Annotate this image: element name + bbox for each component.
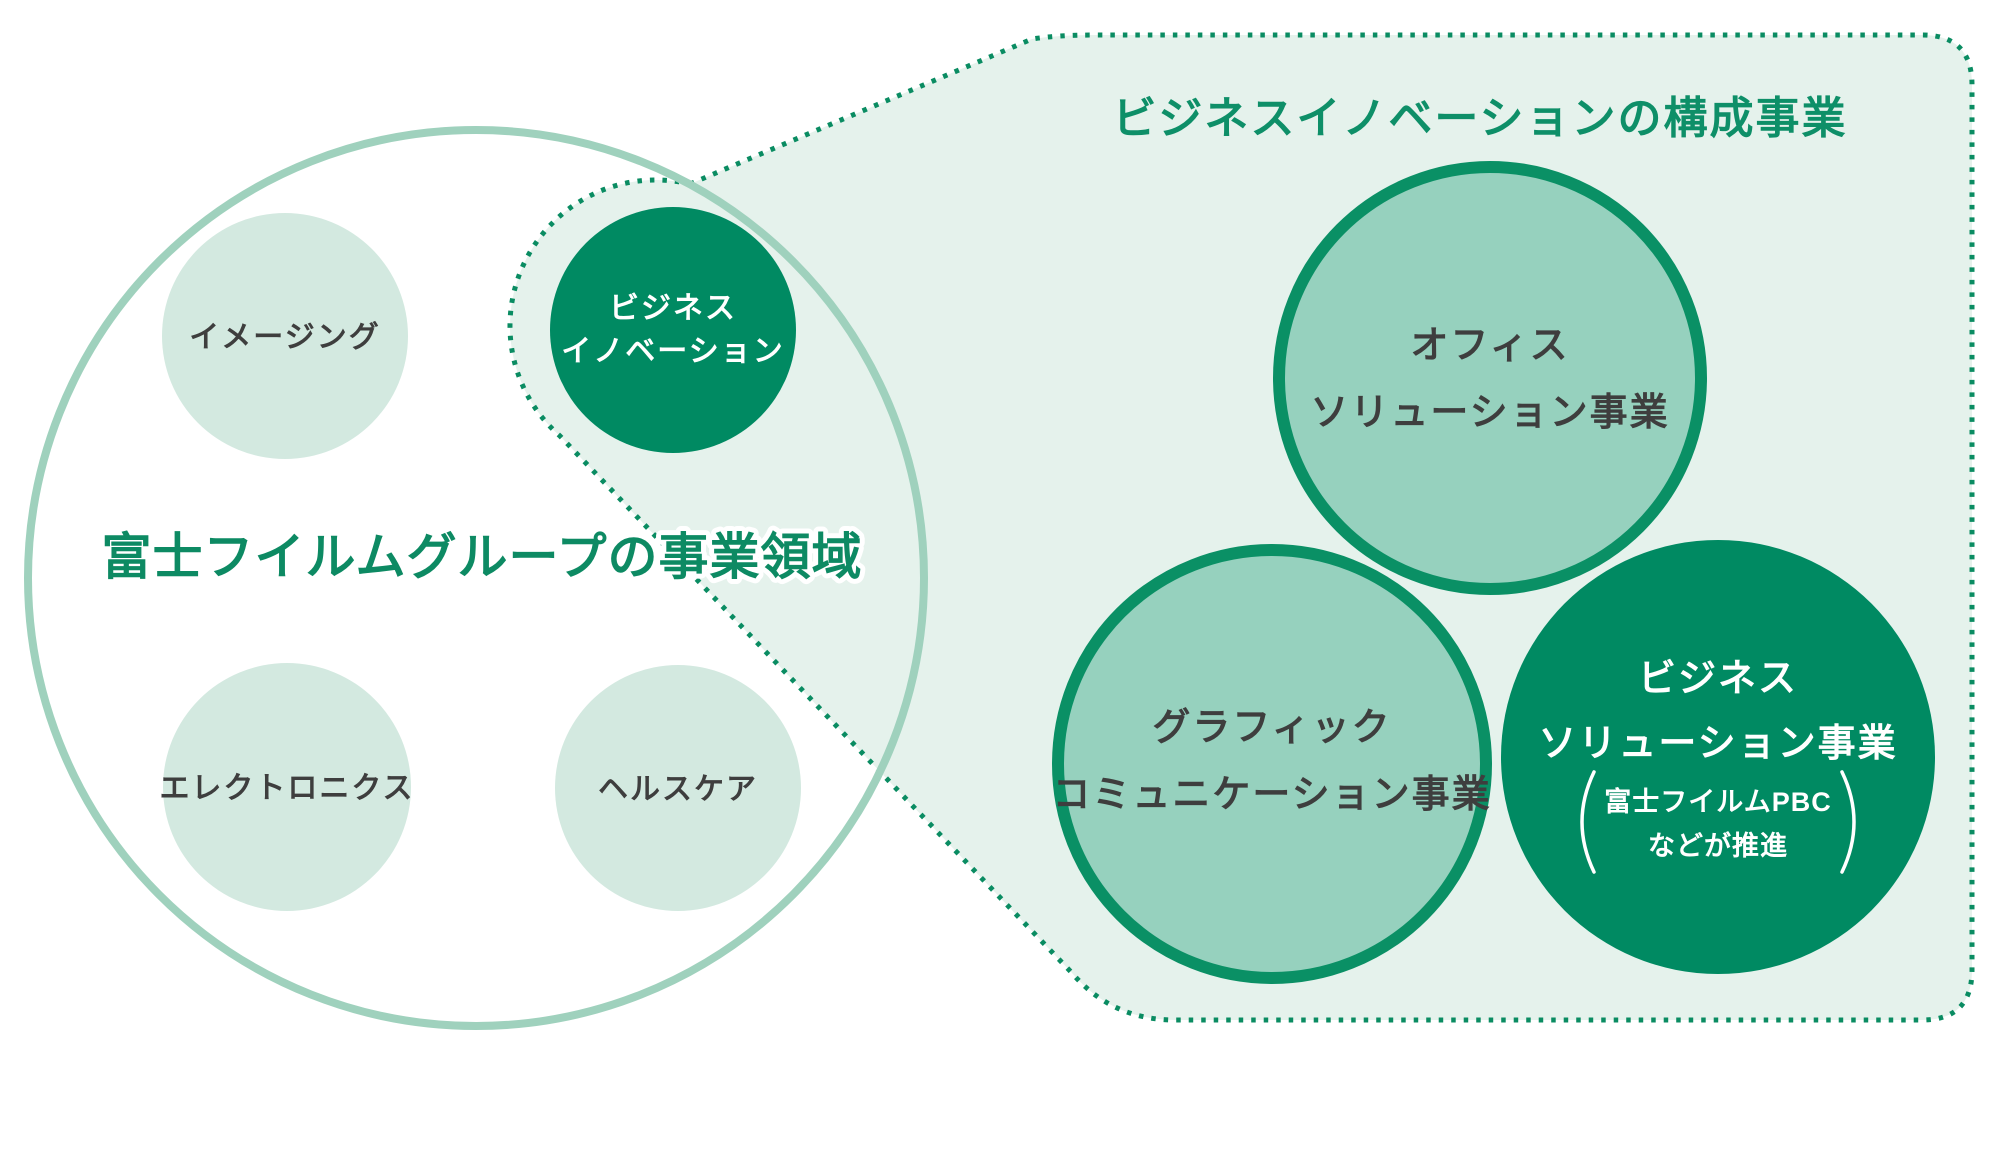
- business-solutions-label-line1: ビジネス: [1638, 658, 1798, 700]
- right-paren-icon: [1840, 770, 1856, 874]
- business-solutions-note-line2: などが推進: [1648, 830, 1788, 861]
- healthcare-circle: [555, 665, 801, 911]
- business-solutions-circle: [1501, 540, 1935, 974]
- business-solutions-label-line2: ソリューション事業: [1538, 723, 1897, 765]
- left-area-title: 富士フイルムグループの事業領域: [102, 529, 863, 585]
- electronics-label: エレクトロニクス: [159, 772, 414, 805]
- business-innovation-circle: [550, 207, 796, 453]
- group-domain-circle: [24, 126, 928, 1030]
- healthcare-label: ヘルスケア: [598, 773, 758, 806]
- office-solutions-label-line1: オフィス: [1410, 325, 1569, 367]
- business-innovation-label-line1: ビジネス: [609, 292, 737, 325]
- office-solutions-circle: [1273, 161, 1707, 595]
- electronics-circle: [163, 663, 411, 911]
- business-solutions-note-line1: 富士フイルムPBC: [1604, 786, 1831, 817]
- imaging-circle: [162, 213, 408, 459]
- graphic-communication-label-line2: コミュニケーション事業: [1052, 774, 1491, 816]
- graphic-communication-circle: [1052, 544, 1492, 984]
- business-innovation-label-line2: イノベーション: [561, 335, 784, 368]
- right-panel-title: ビジネスイノベーションの構成事業: [1112, 94, 1847, 143]
- imaging-label: イメージング: [189, 321, 380, 354]
- left-paren-icon: [1580, 770, 1596, 874]
- office-solutions-label-line2: ソリューション事業: [1310, 392, 1669, 434]
- graphic-communication-label-line1: グラフィック: [1152, 707, 1391, 749]
